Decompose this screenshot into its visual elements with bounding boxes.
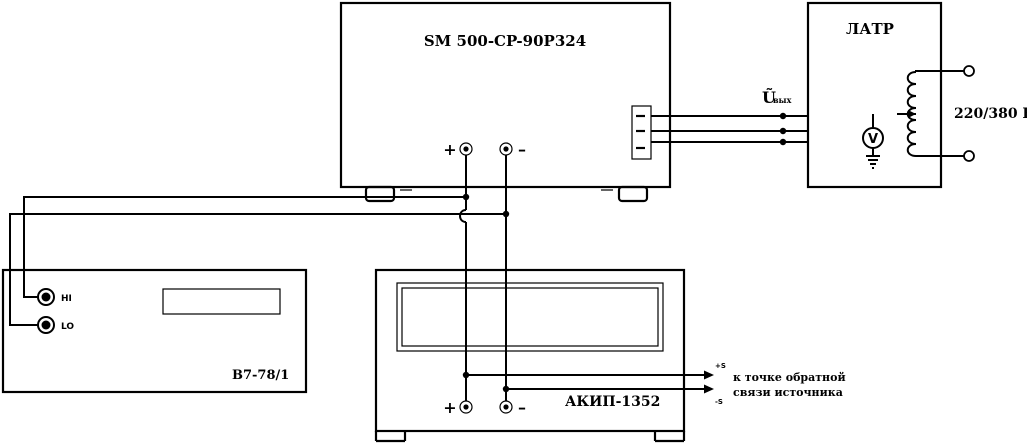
mains-terminal-bottom — [963, 150, 975, 162]
mains-terminal-top — [963, 65, 975, 77]
latr-voltmeter-label: V — [868, 132, 878, 147]
latr-title: ЛАТР — [846, 20, 894, 38]
multimeter-housing — [1, 268, 308, 394]
mains-cable — [651, 112, 808, 146]
latr-unit: ЛАТР 220/380 В V — [806, 1, 1027, 189]
sense-plus-mark: +S — [715, 362, 726, 370]
sense-minus-mark: -S — [715, 398, 723, 406]
output-voltage-label: Ũ вых — [762, 86, 792, 107]
electronic-load-unit: АКИП-1352 + – — [374, 268, 686, 443]
feedback-note-line1: к точке обратной — [733, 371, 846, 384]
multimeter-display — [162, 288, 281, 315]
output-voltage-symbol: Ũ — [762, 86, 776, 107]
power-source-title: SM 500-CP-90P324 — [424, 32, 586, 50]
multimeter-hi-label: HI — [61, 294, 72, 304]
multimeter-lo-label: LO — [61, 322, 74, 332]
load-housing — [374, 268, 686, 433]
dc-wiring — [9, 155, 714, 401]
load-plus-label: + — [443, 398, 456, 417]
source-minus-label: – — [518, 140, 526, 159]
output-voltage-subscript: вых — [773, 95, 792, 105]
latr-housing — [806, 1, 943, 189]
load-display — [401, 287, 659, 347]
power-source-foot-right — [617, 185, 649, 203]
feedback-note-line2: связи источника — [733, 386, 843, 399]
load-minus-label: – — [518, 398, 526, 417]
source-plus-label: + — [443, 140, 456, 159]
load-name: АКИП-1352 — [565, 394, 660, 410]
multimeter-unit: В7-78/1 HI LO — [1, 268, 308, 394]
source-mains-connector — [631, 105, 652, 160]
multimeter-name: В7-78/1 — [232, 368, 289, 383]
ground-icon — [866, 155, 880, 169]
mains-voltage-label: 220/380 В — [954, 106, 1027, 122]
load-display-bezel — [396, 282, 664, 352]
power-source-foot-left — [364, 185, 396, 203]
